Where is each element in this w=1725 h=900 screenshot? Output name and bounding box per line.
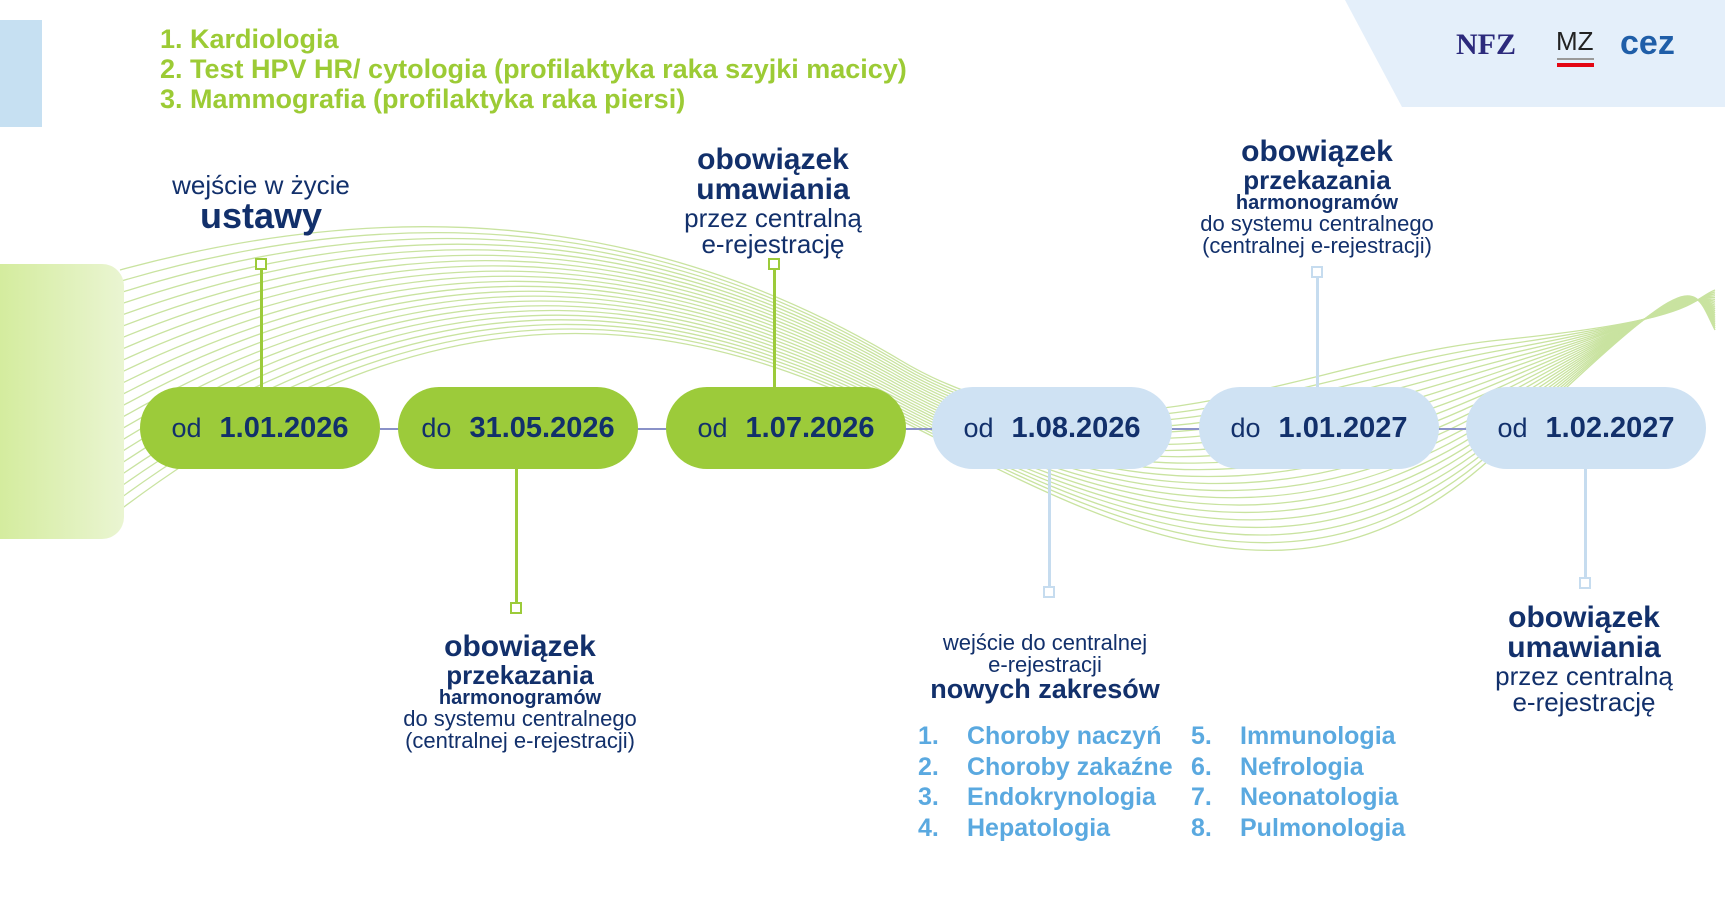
intro-item: 3. Mammografia (profilaktyka raka piersi…: [160, 84, 686, 114]
label-line: przekazania: [446, 660, 594, 690]
new-ranges-col-1: 1.Choroby naczyń 2.Choroby zakaźne 3.End…: [918, 721, 1173, 843]
connector-2: [515, 469, 518, 608]
milestone-prefix: od: [697, 412, 728, 443]
milestone-date: 1.08.2026: [1011, 411, 1141, 444]
intro-item: 1. Kardiologia: [160, 24, 339, 54]
intro-item: 2. Test HPV HR/ cytologia (profilaktyka …: [160, 54, 907, 84]
milestone-pill-2: do 31.05.2026: [398, 387, 638, 469]
range-item: 7.Neonatologia: [1191, 783, 1399, 811]
milestone-label-1: wejście w życie ustawy: [172, 172, 350, 234]
label-line: (centralnej e-rejestracji): [1202, 233, 1432, 258]
milestone-pill-5: do 1.01.2027: [1199, 387, 1439, 469]
milestone-pill-3: od 1.07.2026: [666, 387, 906, 469]
range-item: 4.Hepatologia: [918, 813, 1111, 842]
label-line: przez centralną: [684, 203, 862, 233]
connector-5: [1316, 272, 1319, 387]
milestone-label-4: wejście do centralnej e-rejestracji nowy…: [930, 632, 1160, 703]
connector-marker: [1579, 577, 1591, 589]
connector-marker: [1043, 586, 1055, 598]
label-line: wejście do centralnej: [942, 630, 1148, 655]
label-line: obowiązek: [697, 143, 849, 176]
label-line: do systemu centralnego: [403, 706, 637, 731]
label-line: do systemu centralnego: [1200, 211, 1434, 236]
milestone-prefix: do: [1230, 412, 1261, 443]
label-line: wejście w życie: [172, 170, 350, 200]
connector-marker: [510, 602, 522, 614]
milestone-label-3: obowiązek umawiania przez centralną e-re…: [684, 143, 862, 259]
milestone-prefix: do: [421, 412, 452, 443]
milestone-label-5: obowiązek przekazania harmonogramów do s…: [1200, 137, 1434, 257]
milestone-date: 1.01.2026: [219, 411, 349, 444]
range-item: 5.Immunologia: [1191, 722, 1396, 750]
intro-list: 1. Kardiologia 2. Test HPV HR/ cytologia…: [160, 24, 907, 114]
connector-3: [773, 264, 776, 387]
milestone-label-6: obowiązek umawiania przez centralną e-re…: [1495, 601, 1673, 717]
decorative-blue-bar: [0, 20, 42, 127]
label-line: umawiania: [1507, 631, 1661, 664]
label-line: obowiązek: [1508, 601, 1660, 634]
range-item: 8.Pulmonologia: [1191, 813, 1406, 842]
label-line: harmonogramów: [438, 687, 602, 709]
milestone-pill-4: od 1.08.2026: [932, 387, 1172, 469]
milestone-pill-6: od 1.02.2027: [1466, 387, 1706, 469]
label-line: nowych zakresów: [930, 674, 1160, 704]
label-line: umawiania: [696, 173, 850, 206]
milestone-date: 1.01.2027: [1278, 411, 1408, 444]
range-item: 1.Choroby naczyń: [918, 722, 1162, 750]
label-line: obowiązek: [1241, 135, 1393, 168]
milestone-label-2: obowiązek przekazania harmonogramów do s…: [403, 632, 637, 752]
nfz-logo: NFZ: [1456, 28, 1516, 61]
mz-logo-grey-bar: [1557, 58, 1594, 60]
timeline-axis: [380, 428, 1470, 430]
milestone-pill-1: od 1.01.2026: [140, 387, 380, 469]
new-ranges-col-2: 5.Immunologia 6.Nefrologia 7.Neonatologi…: [1191, 721, 1405, 843]
connector-marker: [255, 258, 267, 270]
range-item: 2.Choroby zakaźne: [918, 752, 1173, 781]
mz-logo-red-bar: [1557, 63, 1594, 67]
logo-band: [1345, 0, 1725, 107]
range-item: 3.Endokrynologia: [918, 783, 1156, 811]
wave-line: [119, 295, 1716, 552]
connector-6: [1584, 469, 1587, 583]
label-line: harmonogramów: [1235, 192, 1399, 214]
label-line: (centralnej e-rejestracji): [405, 728, 635, 753]
label-line: e-rejestracji: [988, 652, 1102, 677]
milestone-date: 1.02.2027: [1545, 411, 1675, 444]
range-item: 6.Nefrologia: [1191, 752, 1364, 781]
milestone-date: 1.07.2026: [745, 411, 875, 444]
label-line: e-rejestrację: [1512, 687, 1656, 717]
label-line: e-rejestrację: [701, 229, 845, 259]
decorative-green-block: [0, 264, 124, 539]
mz-logo: MZ: [1556, 26, 1594, 56]
connector-marker: [1311, 266, 1323, 278]
connector-1: [260, 264, 263, 387]
label-line: ustawy: [199, 195, 323, 236]
milestone-prefix: od: [963, 412, 994, 443]
connector-4: [1048, 469, 1051, 592]
connector-marker: [768, 258, 780, 270]
milestone-date: 31.05.2026: [469, 411, 615, 444]
milestone-prefix: od: [1497, 412, 1528, 443]
label-line: obowiązek: [444, 630, 596, 663]
milestone-prefix: od: [171, 412, 202, 443]
label-line: przez centralną: [1495, 661, 1673, 691]
cez-logo: cez: [1620, 24, 1675, 62]
label-line: przekazania: [1243, 165, 1391, 195]
wave-line: [119, 226, 1716, 414]
